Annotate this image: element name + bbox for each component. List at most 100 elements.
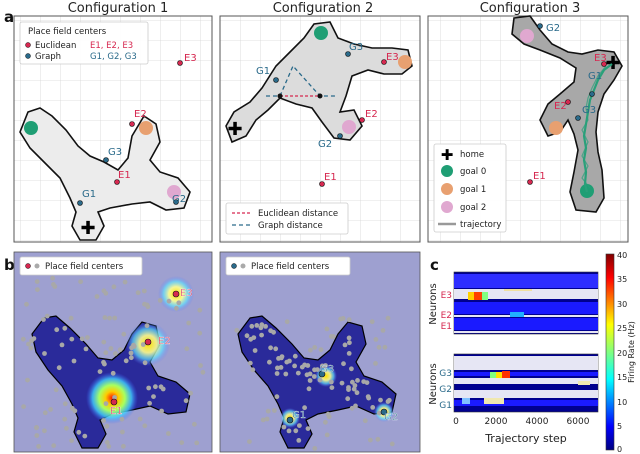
colorbar-tick-15: 15 xyxy=(617,373,627,382)
place-field-dot xyxy=(249,323,255,329)
c2-label-g3: G3 xyxy=(349,42,363,53)
place-field-dot xyxy=(329,385,335,390)
place-field-dot xyxy=(140,342,146,347)
place-field-dot xyxy=(264,416,270,422)
legend3-goal2: goal 2 xyxy=(460,203,486,213)
place-field-dot xyxy=(324,432,330,438)
c3-label-e3: E3 xyxy=(594,53,607,64)
b2-label-g1: G1 xyxy=(292,410,306,421)
place-field-dot xyxy=(174,305,179,311)
place-field-dot xyxy=(97,369,103,374)
place-field-dot xyxy=(166,298,172,304)
place-field-dot xyxy=(158,384,164,390)
raster-xlabel: Trajectory step xyxy=(484,432,567,445)
place-field-dot xyxy=(34,433,40,438)
config1-legend: Place field centers Euclidean E1, E2, E3… xyxy=(19,21,149,65)
place-field-dot xyxy=(184,346,190,352)
place-field-dot xyxy=(101,288,107,294)
place-field-dot xyxy=(186,320,192,326)
config2-title: Configuration 2 xyxy=(273,1,374,16)
place-field-dot xyxy=(147,400,153,406)
place-field-dot xyxy=(308,347,313,353)
place-field-dot xyxy=(376,344,382,350)
b1-label-e2: E2 xyxy=(158,336,171,347)
c1-label-e1: E1 xyxy=(118,170,131,181)
heatmap-euclid-legend: Place field centers xyxy=(19,256,143,276)
place-field-dot xyxy=(234,327,240,333)
place-field-dot xyxy=(318,347,324,353)
place-field-dot xyxy=(94,294,100,299)
place-field-dot xyxy=(250,367,256,373)
home-icon: ✚ xyxy=(605,53,620,74)
place-field-dot xyxy=(110,370,116,376)
panel-label-b: b xyxy=(4,256,15,274)
place-field-dot xyxy=(302,405,307,411)
raster-tick-e3: E3 xyxy=(441,291,452,301)
place-field-dot xyxy=(311,374,317,379)
legend3-trajectory: trajectory xyxy=(460,220,501,230)
place-field-dot xyxy=(41,317,46,322)
c3-label-g2: G2 xyxy=(546,23,560,34)
heatmap-euclid-panel: E1 E2 E3 Place field centers xyxy=(13,251,213,453)
place-field-dot xyxy=(292,363,297,369)
legend1-euclid: Euclidean xyxy=(35,41,76,51)
legend3-home-icon: ✚ xyxy=(441,146,454,164)
place-field-dot xyxy=(306,386,312,392)
legend1-graph: Graph xyxy=(35,52,61,62)
c3-label-e2: E2 xyxy=(554,101,567,112)
legend3-home: home xyxy=(460,150,484,160)
config2-goal2 xyxy=(342,120,356,134)
place-field-dot xyxy=(342,342,348,348)
place-field-dot xyxy=(42,351,47,356)
place-field-dot xyxy=(119,416,125,422)
place-field-dot xyxy=(62,325,68,331)
place-field-dot xyxy=(297,423,302,428)
place-field-dot xyxy=(135,290,141,296)
legend1-title: Place field centers xyxy=(28,27,107,37)
place-field-dot xyxy=(113,351,118,356)
config1-goal1 xyxy=(139,121,153,135)
place-field-dot xyxy=(108,346,114,351)
place-field-dot xyxy=(382,344,388,350)
place-field-dot xyxy=(128,355,134,361)
b1-label-e1: E1 xyxy=(110,406,123,417)
config3-goal2 xyxy=(520,29,534,43)
place-field-dot xyxy=(355,378,360,383)
place-field-dot xyxy=(24,301,29,307)
c2-label-e1: E1 xyxy=(324,172,337,183)
colorbar: 40 35 30 25 20 15 10 5 0 Firing Rate (Hz… xyxy=(605,251,636,454)
place-field-dot xyxy=(179,440,185,445)
legend1-euclid-values: E1, E2, E3 xyxy=(90,41,133,51)
place-field-dot xyxy=(373,361,378,366)
legend3-goal0: goal 0 xyxy=(460,167,486,177)
place-field-dot xyxy=(293,428,299,434)
heatmap-graph-legend: Place field centers xyxy=(225,256,351,276)
place-field-dot xyxy=(142,423,148,429)
place-field-dot xyxy=(281,424,287,430)
heatmap-graph-panel: G3 G1 G2 Place field centers xyxy=(219,251,421,453)
config1-goal2 xyxy=(167,185,181,199)
place-field-dot xyxy=(305,426,311,431)
place-field-dot xyxy=(278,365,284,370)
place-field-dot xyxy=(112,315,118,321)
place-field-dot xyxy=(121,443,126,449)
place-field-dot xyxy=(69,405,75,411)
place-field-dot xyxy=(319,363,325,369)
place-field-dot xyxy=(370,405,376,410)
c1-label-e3: E3 xyxy=(184,53,197,64)
place-field-dot xyxy=(346,351,352,356)
place-field-dot xyxy=(312,345,318,350)
place-field-dot xyxy=(378,397,383,403)
raster-xtick-2000: 2000 xyxy=(485,417,508,427)
place-field-dot xyxy=(274,394,280,400)
legend1-graph-values: G1, G2, G3 xyxy=(90,52,137,62)
config3-panel: ✚ G2 E3 G1 E2 G3 E1 ✚ home goal 0 goal 1… xyxy=(427,15,629,243)
config1-title: Configuration 1 xyxy=(68,1,169,16)
place-field-dot xyxy=(339,380,345,386)
place-field-dot xyxy=(102,315,108,320)
config3-title: Configuration 3 xyxy=(480,1,581,16)
place-field-dot xyxy=(365,394,371,399)
place-field-dot xyxy=(68,315,74,321)
config2-panel: ✚ G1 G3 E3 E2 G2 E1 Euclidean distance G… xyxy=(219,15,421,243)
config1-goal0 xyxy=(24,121,38,135)
